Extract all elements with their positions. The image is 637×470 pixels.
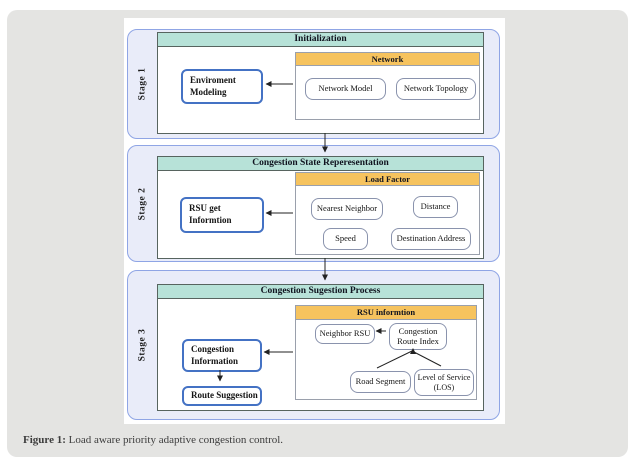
figure-caption-label: Figure 1: [23, 434, 66, 446]
stage-2-label-text: Stage 2 [137, 187, 148, 220]
network-subbox-header: Network [296, 53, 479, 66]
neighbor-rsu-item: Neighbor RSU [315, 324, 375, 344]
stage-2-header: Congestion State Reperesentation [158, 157, 483, 171]
stage-2-container: Stage 2 Congestion State Reperesentation… [127, 145, 500, 262]
load-factor-subbox-header: Load Factor [296, 173, 479, 186]
route-suggestion-box: Route Suggestion [182, 386, 262, 406]
stage-1-header: Initialization [158, 33, 483, 47]
figure-caption: Figure 1: Load aware priority adaptive c… [23, 434, 283, 446]
load-factor-subbox: Load Factor Nearest Neighbor Distance Sp… [295, 172, 480, 255]
stage-1-content: Initialization Enviroment Modeling Netwo… [157, 32, 484, 134]
level-of-service-item: Level of Service (LOS) [414, 369, 474, 396]
rsu-get-information-box: RSU get Informtion [180, 197, 264, 233]
stage-1-label: Stage 1 [128, 30, 156, 138]
network-model-item: Network Model [305, 78, 386, 100]
rsu-information-subbox-header: RSU informtion [296, 306, 476, 320]
network-topology-item: Network Topology [396, 78, 476, 100]
congestion-information-box: Congestion Information [182, 339, 262, 372]
figure-caption-text: Load aware priority adaptive congestion … [65, 434, 284, 446]
rsu-information-subbox: RSU informtion Neighbor RSU Congestion R… [295, 305, 477, 400]
stage-1-label-text: Stage 1 [137, 67, 148, 101]
figure-diagram: Stage 1 Initialization Enviroment Modeli… [124, 18, 505, 424]
stage-3-container: Stage 3 Congestion Sugestion Process Con… [127, 270, 500, 420]
stage-1-container: Stage 1 Initialization Enviroment Modeli… [127, 29, 500, 139]
distance-item: Distance [413, 196, 458, 218]
stage-2-content: Congestion State Reperesentation RSU get… [157, 156, 484, 259]
document-panel: Stage 1 Initialization Enviroment Modeli… [7, 10, 628, 457]
stage-3-content: Congestion Sugestion Process Congestion … [157, 284, 484, 411]
stage-3-header: Congestion Sugestion Process [158, 285, 483, 299]
speed-item: Speed [323, 228, 368, 250]
environment-modeling-box: Enviroment Modeling [181, 69, 263, 104]
nearest-neighbor-item: Nearest Neighbor [311, 198, 383, 220]
stage-3-label-text: Stage 3 [137, 328, 148, 362]
destination-address-item: Destination Address [391, 228, 471, 250]
stage-3-label: Stage 3 [128, 271, 156, 419]
stage-2-label: Stage 2 [128, 146, 156, 261]
road-segment-item: Road Segment [350, 371, 411, 393]
network-subbox: Network Network Model Network Topology [295, 52, 480, 120]
congestion-route-index-item: Congestion Route Index [389, 323, 447, 350]
